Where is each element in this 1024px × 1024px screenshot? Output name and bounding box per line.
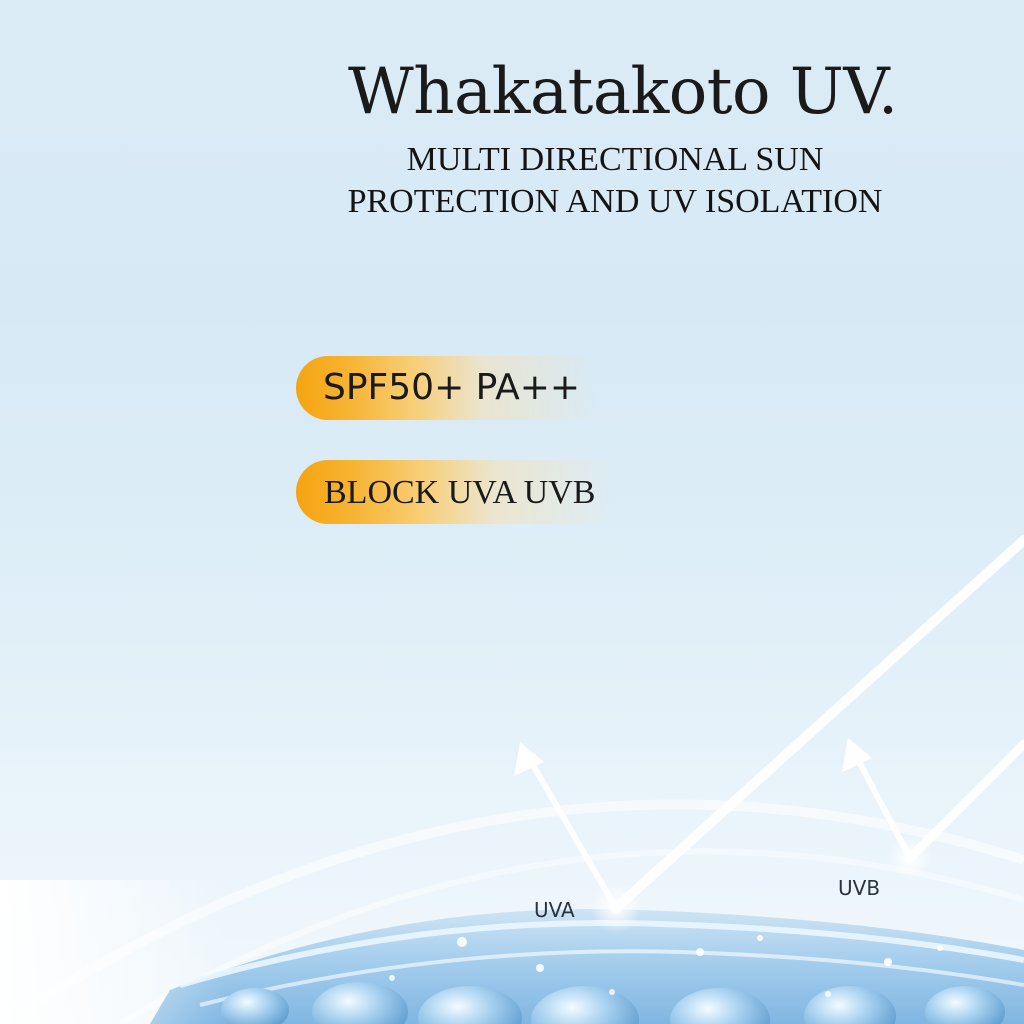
tagline-line-1: MULTI DIRECTIONAL SUN [406, 141, 824, 178]
tagline-line-2: PROTECTION AND UV ISOLATION [347, 183, 883, 220]
uv-block-badge-label: BLOCK UVA UVB [324, 474, 596, 511]
uv-block-badge: BLOCK UVA UVB [296, 460, 616, 524]
uv-ray-arrow-icon [842, 738, 1024, 880]
brand-title: Whakatakoto UV. [348, 55, 898, 129]
spf-badge: SPF50+ PA++ [296, 356, 596, 420]
spf-badge-label: SPF50+ PA++ [323, 367, 581, 408]
uvb-label: UVB [838, 876, 881, 900]
uva-label: UVA [534, 898, 575, 922]
uv-ray-arrow-icon [514, 535, 1024, 934]
